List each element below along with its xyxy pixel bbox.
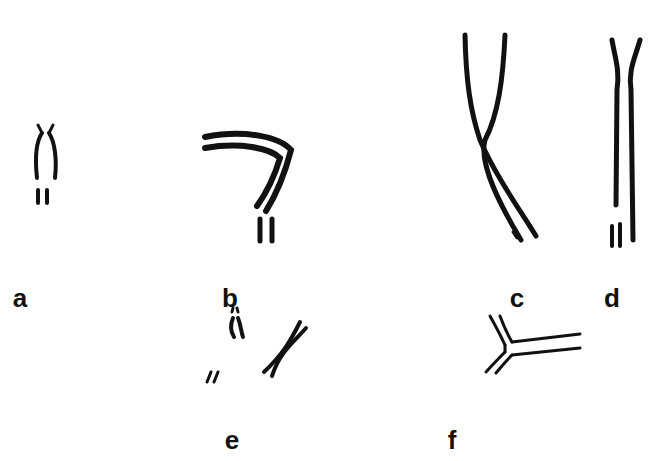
chromosome-d bbox=[612, 40, 640, 246]
chromatid bbox=[512, 348, 580, 355]
chromatid-fragment bbox=[45, 190, 49, 203]
panel-letter: e bbox=[225, 427, 239, 453]
chromatid-fragment bbox=[618, 224, 622, 246]
chromatid bbox=[205, 146, 280, 206]
panel-letter: a bbox=[13, 285, 27, 311]
chromatid-fragment bbox=[207, 372, 211, 382]
chromatid bbox=[496, 355, 512, 373]
chromatid bbox=[500, 316, 512, 342]
chromatid bbox=[272, 328, 306, 376]
chromosome-e bbox=[207, 308, 306, 382]
panel-letter: f bbox=[448, 427, 457, 453]
chromatid bbox=[486, 352, 505, 372]
chromatid bbox=[238, 318, 243, 337]
chromatid bbox=[504, 345, 507, 352]
panel-letter: b bbox=[222, 285, 238, 311]
chromatid bbox=[484, 35, 521, 240]
chromosome-a bbox=[36, 125, 56, 203]
chromosome-b bbox=[205, 134, 291, 241]
chromatid-fragment bbox=[270, 219, 275, 241]
chromatid bbox=[49, 133, 56, 178]
chromatid-tip bbox=[513, 232, 517, 238]
chromatid bbox=[512, 334, 580, 342]
chromatid-fragment bbox=[214, 372, 218, 382]
chromatid-fragment bbox=[258, 219, 263, 241]
chromatid bbox=[36, 133, 42, 178]
chromatid-fragment bbox=[610, 226, 614, 246]
panel-letter: d bbox=[604, 285, 620, 311]
chromatid bbox=[205, 134, 291, 211]
chromosome-c bbox=[465, 35, 536, 240]
chromatid-tip bbox=[38, 125, 42, 133]
chromatid bbox=[231, 318, 234, 337]
chromatid-tip bbox=[49, 125, 53, 133]
chromosome-f bbox=[486, 316, 580, 373]
chromatid bbox=[630, 40, 640, 240]
chromatid bbox=[264, 322, 300, 372]
chromatid-fragment bbox=[36, 190, 40, 203]
panel-letter: c bbox=[510, 285, 524, 311]
chromatid bbox=[612, 40, 618, 205]
